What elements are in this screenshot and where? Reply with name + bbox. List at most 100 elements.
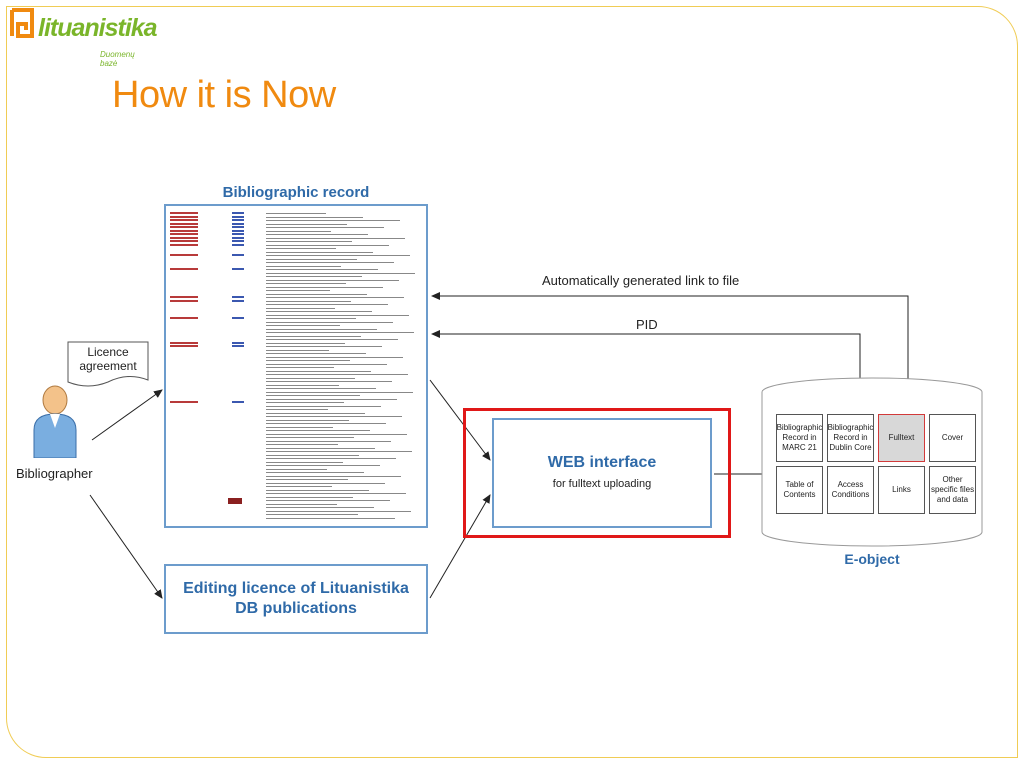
record-field-value	[266, 356, 403, 358]
record-field-value	[266, 367, 334, 368]
web-interface-highlight	[463, 408, 731, 538]
record-field-value	[266, 279, 399, 281]
record-text-line	[170, 482, 422, 485]
record-field-value	[266, 496, 353, 498]
logo-subtitle: Duomenų bazė	[100, 50, 135, 68]
record-field-value	[266, 489, 369, 491]
record-field-tag	[232, 317, 244, 319]
record-field-value	[266, 493, 406, 494]
record-field-value	[266, 370, 371, 372]
record-field-value	[266, 517, 395, 519]
record-text-line	[170, 317, 422, 320]
record-text-line	[170, 341, 422, 345]
arrow-record-to-web	[429, 379, 491, 461]
record-field-value	[266, 234, 368, 235]
record-field-tag	[232, 341, 244, 344]
record-field-value	[266, 227, 384, 228]
record-field-value	[266, 335, 361, 337]
record-text-line	[170, 387, 422, 390]
record-field-value	[266, 444, 338, 445]
record-text-line	[170, 366, 422, 369]
record-field-value	[266, 381, 392, 382]
record-field-value	[266, 258, 357, 260]
record-field-value	[266, 328, 377, 330]
record-text-line	[170, 422, 422, 425]
record-text-line	[170, 310, 422, 313]
record-text-line	[170, 222, 422, 226]
record-field-tag	[232, 299, 244, 302]
record-field-value	[266, 276, 362, 277]
record-text-line	[170, 429, 422, 432]
record-text-line	[170, 314, 422, 317]
record-field-tag	[232, 296, 244, 298]
record-field-value	[266, 248, 336, 249]
record-field-value	[266, 314, 409, 316]
record-text-line	[170, 349, 422, 352]
record-field-value	[266, 321, 393, 323]
web-interface-subtitle: for fulltext uploading	[552, 478, 652, 490]
record-field-name	[170, 243, 198, 246]
record-text-line	[170, 475, 422, 478]
record-field-tag	[232, 219, 244, 221]
record-text-line	[170, 471, 422, 474]
record-text-line	[170, 447, 422, 450]
record-text-line	[170, 352, 422, 355]
record-text-line	[170, 412, 422, 415]
record-text-line	[170, 303, 422, 306]
record-field-value	[266, 395, 360, 396]
record-field-value	[266, 339, 398, 340]
record-text-line	[170, 513, 422, 516]
e-object-cell: Bibliographic Record in MARC 21	[776, 414, 823, 462]
record-field-value	[266, 304, 388, 305]
record-field-value	[266, 213, 326, 214]
record-field-value	[266, 297, 404, 298]
record-text-line	[170, 380, 422, 383]
record-text-line	[170, 359, 422, 362]
record-text-line	[170, 215, 422, 219]
record-text-line	[170, 415, 422, 418]
record-field-name	[170, 299, 198, 302]
record-field-value	[266, 507, 374, 508]
record-field-name	[170, 240, 198, 242]
record-field-value	[266, 377, 355, 379]
record-text-line	[170, 436, 422, 439]
record-field-name	[170, 212, 198, 214]
auto-link-label: Automatically generated link to file	[542, 273, 740, 288]
record-field-value	[266, 311, 372, 312]
record-field-value	[266, 468, 327, 470]
e-object-cell: Bibliographic Record in Dublin Core	[827, 414, 874, 462]
record-text-line	[170, 258, 422, 261]
e-object-cell: Cover	[929, 414, 976, 462]
record-field-value	[266, 416, 402, 417]
editing-licence-text: Editing licence of Lituanistika DB publi…	[183, 580, 409, 617]
record-field-value	[266, 346, 382, 347]
record-text-line	[170, 233, 422, 236]
e-object-cell: Fulltext	[878, 414, 925, 462]
record-field-name	[170, 222, 198, 225]
record-text-line	[170, 489, 422, 492]
record-field-value	[266, 272, 415, 274]
record-field-value	[266, 426, 333, 428]
e-object-cell: Access Conditions	[827, 466, 874, 514]
arrow-person-to-record	[91, 389, 163, 441]
record-text-line	[170, 517, 422, 520]
record-text-line	[170, 236, 422, 240]
record-field-tag	[232, 401, 244, 403]
record-field-value	[266, 402, 344, 403]
record-field-value	[266, 220, 400, 221]
record-text-line	[170, 268, 422, 271]
record-text-line	[170, 272, 422, 275]
record-text-line	[170, 356, 422, 359]
record-field-tag	[232, 268, 244, 270]
record-field-name	[170, 401, 198, 403]
record-field-value	[266, 465, 380, 466]
bibliographer-label: Bibliographer	[16, 466, 93, 481]
record-text-line	[170, 338, 422, 341]
web-interface-title: WEB interface	[547, 454, 657, 471]
record-field-name	[170, 268, 198, 270]
licence-document-shape	[67, 341, 149, 387]
record-text-line	[170, 240, 422, 243]
record-text-line	[170, 492, 422, 495]
record-text-line	[170, 286, 422, 289]
record-field-value	[266, 342, 345, 344]
